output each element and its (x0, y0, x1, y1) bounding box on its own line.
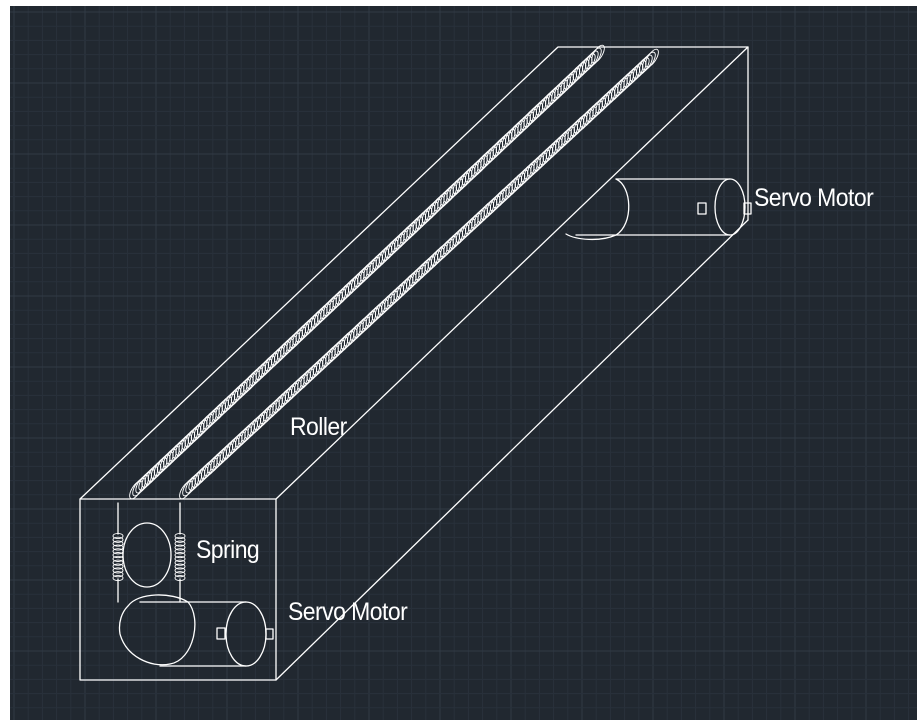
spring-coil-loop (174, 536, 186, 543)
spring-coil-loop (174, 555, 186, 562)
spring-coil-loop (112, 544, 124, 551)
cad-grid (10, 6, 917, 720)
servo-motor-bottom (118, 594, 274, 667)
spring-coil-loop (174, 540, 186, 547)
spring-coil-loop (112, 540, 124, 547)
spring-coil-loop (174, 574, 186, 582)
spring-coil-loop (174, 559, 186, 566)
conveyor-drawing (79, 44, 752, 681)
spring-coil-loop (112, 571, 124, 578)
spring-coil-loop (112, 532, 124, 540)
spring-wheel (122, 522, 172, 588)
spring-coil-loop (112, 563, 124, 570)
box-top-face (79, 46, 749, 500)
spring-coil-loop (174, 571, 186, 578)
servo-bottom-connector-left (216, 627, 226, 640)
spring-coil-loop (112, 559, 124, 566)
roller-coil-loop (645, 48, 659, 68)
spring-assembly (112, 502, 186, 603)
spring-coil-loop (112, 574, 124, 582)
spring-coil-loop (112, 548, 124, 555)
servo-motor-top (565, 178, 752, 241)
box-bottom-edge (275, 219, 749, 681)
spring-coil-loop (112, 552, 124, 559)
servo-top-front-end (565, 178, 630, 241)
roller-left (129, 44, 605, 500)
spring-coil-right (174, 532, 186, 582)
spring-coil-loop (174, 548, 186, 555)
spring-coil-loop (174, 532, 186, 540)
roller-coil-loop (588, 47, 602, 67)
roller-right (179, 48, 659, 500)
channel-box (79, 46, 749, 681)
servo-top-connector-left (697, 202, 707, 215)
servo-bottom-body-end (225, 601, 267, 667)
label-spring: Spring (196, 536, 260, 564)
spring-coil-loop (174, 544, 186, 551)
roller-coil-loop (642, 51, 656, 71)
spring-coil-loop (112, 567, 124, 574)
spring-coil-loop (174, 567, 186, 574)
spring-coil-loop (174, 563, 186, 570)
spring-coil-left (112, 532, 124, 582)
spring-coil-loop (112, 555, 124, 562)
servo-top-body-end (714, 178, 746, 236)
servo-bottom-shaft (265, 628, 274, 640)
servo-bottom-front-end (118, 594, 196, 666)
roller-coil-loop (591, 44, 605, 64)
box-front-face (79, 498, 277, 681)
label-roller: Roller (290, 413, 347, 441)
cad-viewport[interactable]: Servo Motor Roller Spring Servo Motor (10, 6, 917, 720)
spring-coil-loop (112, 536, 124, 543)
spring-coil-loop (174, 552, 186, 559)
label-servo-motor-top: Servo Motor (754, 184, 874, 212)
label-servo-motor-bottom: Servo Motor (288, 598, 408, 626)
servo-top-shaft (743, 202, 752, 215)
